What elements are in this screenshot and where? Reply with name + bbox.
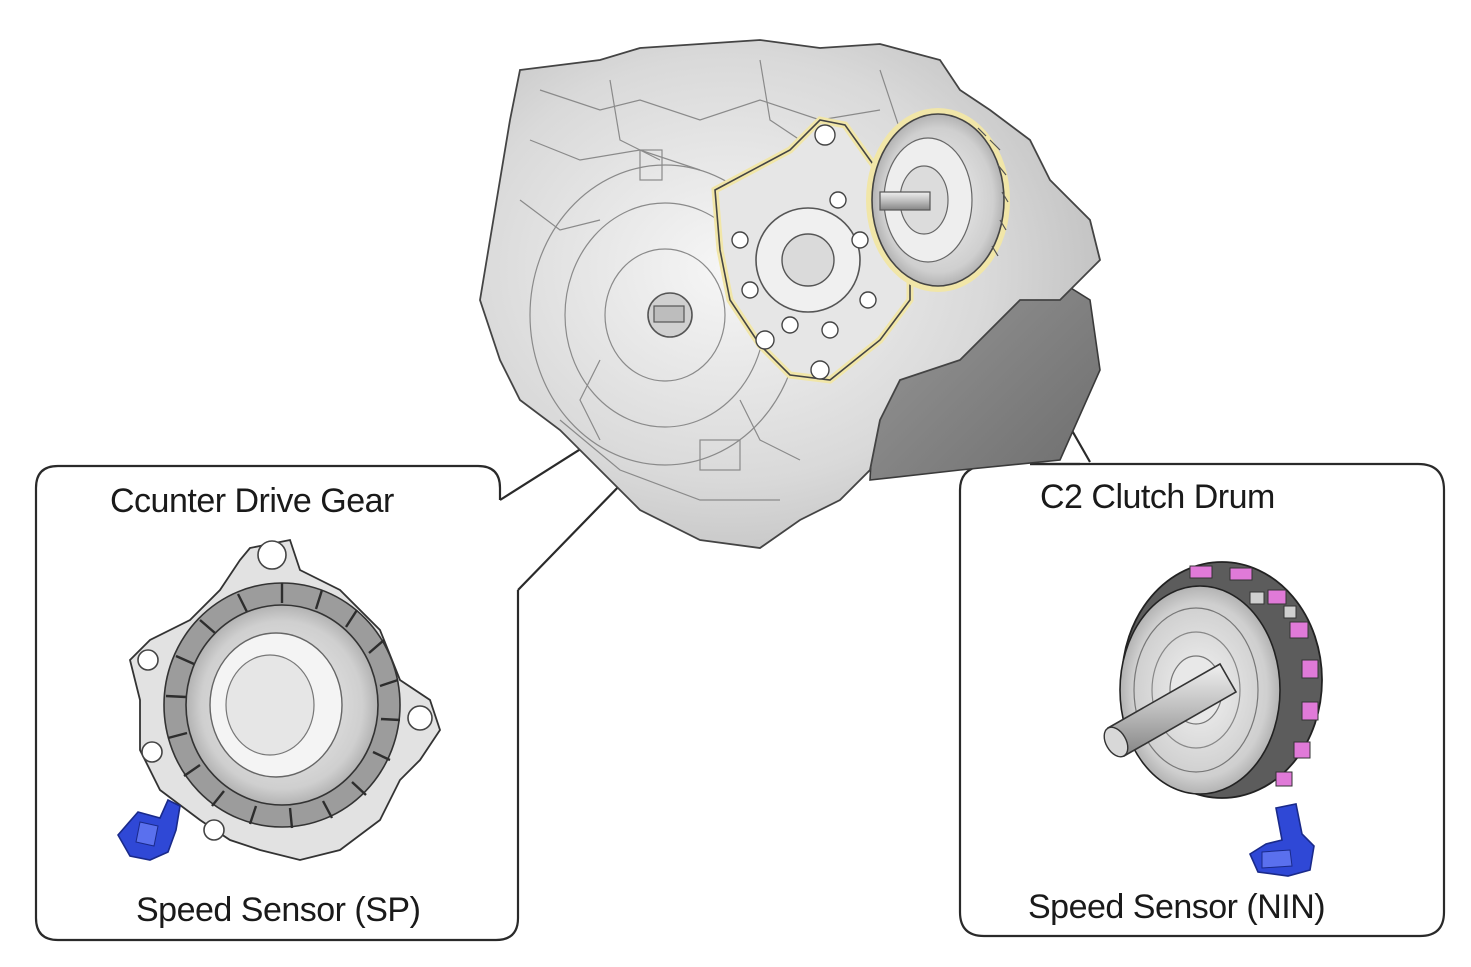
c2-clutch-drum-illustration [1103,561,1323,799]
gear-teeth [165,583,401,829]
counter-drive-gear-label: Ccunter Drive Gear [110,482,394,520]
c2-clutch-drum-label: C2 Clutch Drum [1040,478,1275,516]
counter-drive-gear-illustration [129,538,441,861]
speed-sensor-nin-label: Speed Sensor (NIN) [1028,888,1326,926]
speed-sensor-sp-icon [117,798,181,861]
speed-sensor-sp-label: Speed Sensor (SP) [136,891,421,929]
transaxle-assembly [479,39,1101,549]
drum-spline-highlights [1189,565,1319,787]
speed-sensor-nin-icon [1248,803,1315,877]
